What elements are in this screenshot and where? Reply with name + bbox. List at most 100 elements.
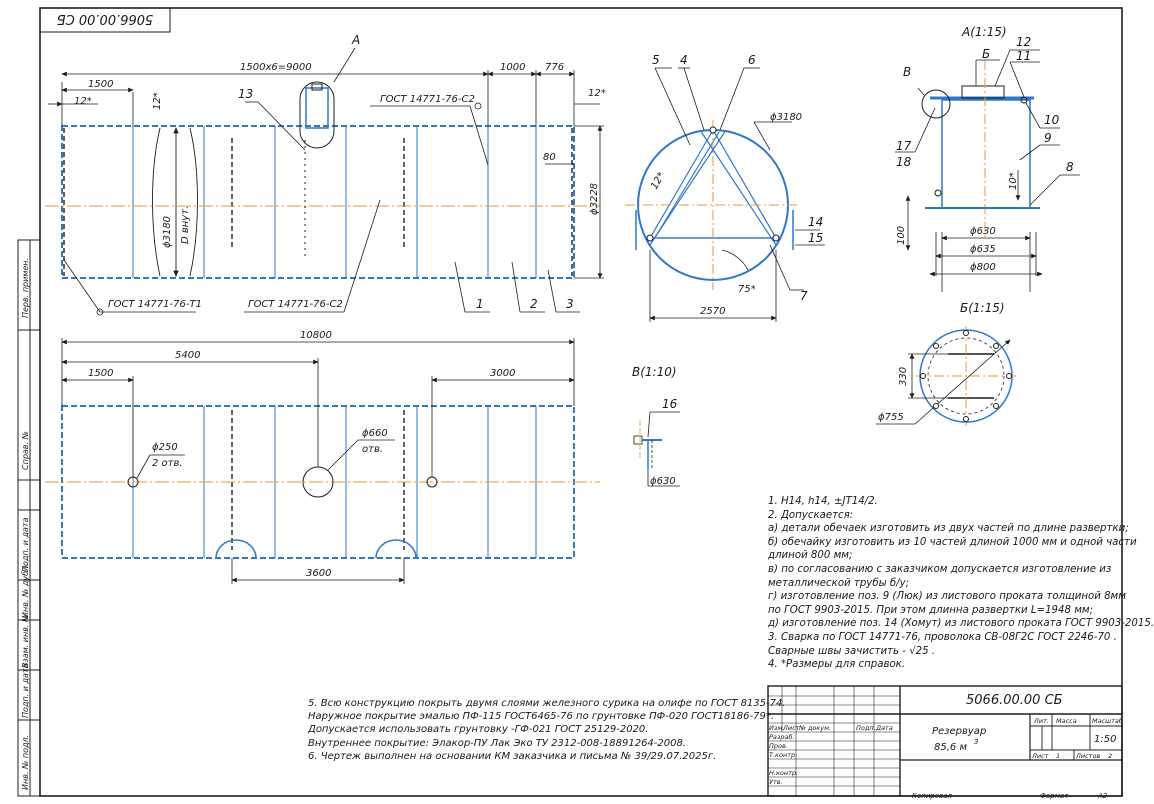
tb-row-label: № докум. xyxy=(798,724,831,732)
note-line: Сварные швы зачистить - √25 . xyxy=(768,645,936,657)
callout-v-label: В xyxy=(903,65,911,79)
tb-sheets-label: Листов xyxy=(1075,752,1100,760)
note-line: 5. Всю конструкцию покрыть двумя слоями … xyxy=(308,698,786,709)
margin-label: Подп. и дата xyxy=(21,517,30,572)
bottom-view xyxy=(45,338,600,584)
cross-section xyxy=(625,67,825,322)
detail-a-label: А xyxy=(351,33,360,47)
tb-person: Т.контр. xyxy=(769,751,797,759)
main-view-shell xyxy=(45,81,600,279)
margin-label: Инв. № дубл. xyxy=(21,563,30,618)
tb-format-label: Формат xyxy=(1040,792,1069,800)
position-17: 17 xyxy=(896,139,912,153)
margin-label: Подп. и дата xyxy=(21,663,30,718)
dim-330: 330 xyxy=(898,367,909,386)
tb-sheet-no: 1 xyxy=(1056,752,1060,760)
note-line: Внутреннее покрытие: Элакор-ПУ Лак Эко Т… xyxy=(308,737,687,749)
tb-title: Резервуар xyxy=(932,726,986,737)
stamp-code: 5066.00.00 СБ xyxy=(57,11,154,26)
note-line: 6. Чертеж выполнен на основании КМ заказ… xyxy=(308,750,717,762)
position-10: 10 xyxy=(1044,113,1060,127)
position-8: 8 xyxy=(1066,160,1074,174)
section-b-title: Б(1:15) xyxy=(960,301,1005,315)
note-line: а) детали обечаек изготовить из двух час… xyxy=(768,523,1129,535)
dim-1500: 1500 xyxy=(88,79,113,90)
technical-requirements: 1. Н14, h14, ±JT14/2. 2. Допускается: а)… xyxy=(768,495,1154,672)
section-v xyxy=(633,411,680,487)
tb-sheets-total: 2 xyxy=(1108,752,1112,760)
section-a xyxy=(895,49,1080,292)
position-1: 1 xyxy=(476,297,484,311)
dim-1500: 1500 xyxy=(88,368,113,379)
position-7: 7 xyxy=(800,289,808,303)
note-line: Наружное покрытие эмалью ПФ-115 ГОСТ6465… xyxy=(308,711,775,723)
position-13: 13 xyxy=(238,87,253,101)
tb-format: А2 xyxy=(1097,792,1108,800)
note-line: Допускается использовать грунтовку -ГФ-0… xyxy=(308,724,649,736)
position-5: 5 xyxy=(652,53,660,67)
tb-col-lit: Лит. xyxy=(1033,717,1049,725)
dim-776: 776 xyxy=(545,62,564,73)
dim-630: ϕ630 xyxy=(970,226,996,237)
note-line: д) изготовление поз. 14 (Хомут) из листо… xyxy=(768,618,1154,630)
tb-person: Утв. xyxy=(769,778,783,786)
dim-250: ϕ250 xyxy=(152,442,178,453)
dim-3000: 3000 xyxy=(490,368,515,379)
dim-10800: 10800 xyxy=(300,330,332,341)
dim-100: 100 xyxy=(896,226,907,245)
main-view-leaders xyxy=(63,101,580,316)
tb-person: Пров. xyxy=(769,742,788,750)
dim-3180: ϕ3180 xyxy=(162,216,173,248)
position-16: 16 xyxy=(662,397,678,411)
tb-person: Разраб. xyxy=(769,733,795,741)
position-3: 3 xyxy=(566,297,574,311)
dim-12: 12* xyxy=(74,96,92,107)
note-line: 4. *Размеры для справок. xyxy=(768,659,906,671)
section-a-title: А(1:15) xyxy=(961,25,1007,39)
dim-75: 75* xyxy=(738,284,756,295)
margin-label: Взам. инв. № xyxy=(21,614,30,668)
dim-800: ϕ800 xyxy=(970,262,996,273)
tb-title-sup: 3 xyxy=(974,738,978,746)
main-view-dims xyxy=(48,70,604,279)
position-9: 9 xyxy=(1044,131,1052,145)
position-6: 6 xyxy=(748,53,756,67)
gost-label: ГОСТ 14771-76-С2 xyxy=(248,299,343,310)
dim-3228: ϕ3228 xyxy=(589,183,600,215)
title-block xyxy=(767,685,1123,797)
position-15: 15 xyxy=(808,231,823,245)
dim-5400: 5400 xyxy=(175,350,200,361)
dim-1000: 1000 xyxy=(500,62,525,73)
tb-row-label: Дата xyxy=(875,724,893,732)
tb-row-label: Изм. xyxy=(769,724,784,732)
position-4: 4 xyxy=(680,53,688,67)
note-line: металлической трубы б/у; xyxy=(768,577,910,589)
sheet-frame xyxy=(17,7,1123,797)
dim-2570: 2570 xyxy=(700,306,725,317)
note-line: 3. Сварка по ГОСТ 14771-76, проволока СВ… xyxy=(768,631,1117,643)
dim-10: 10* xyxy=(1008,172,1019,190)
section-v-title: В(1:10) xyxy=(632,365,677,379)
tb-row-label: Подп. xyxy=(856,724,876,732)
tb-col-mass: Масса xyxy=(1056,717,1077,725)
drawing-sheet: 5066.00.00 СБ Перв. примен. Справ. № Под… xyxy=(17,7,1154,800)
margin-label: Справ. № xyxy=(21,431,30,470)
tb-copied: Копировал xyxy=(912,792,953,800)
tb-code: 5066.00.00 СБ xyxy=(966,693,1063,708)
tb-col-scale: Масштаб xyxy=(1092,717,1123,725)
note-line: по ГОСТ 9903-2015. При этом длинна разве… xyxy=(768,604,1094,616)
dim-660-hole: отв. xyxy=(362,444,383,455)
dim-80: 80 xyxy=(543,152,556,163)
dim-630-v: ϕ630 xyxy=(650,476,676,487)
note-line: в) по согласованию с заказчиком допускае… xyxy=(768,563,1112,575)
tb-sheet-label: Лист xyxy=(1031,752,1049,760)
dim-635: ϕ635 xyxy=(970,244,996,255)
note-line: г) изготовление поз. 9 (Люк) из листовог… xyxy=(768,591,1126,603)
gost-label: ГОСТ 14771-76-Т1 xyxy=(108,299,202,310)
dim-1500x6: 1500х6=9000 xyxy=(240,62,312,73)
dim-d-inner: D внут. xyxy=(180,206,191,244)
dim-12: 12* xyxy=(588,88,606,99)
dim-12: 12* xyxy=(649,171,667,192)
margin-label: Перв. примен. xyxy=(21,258,30,318)
position-12: 12 xyxy=(1016,35,1031,49)
